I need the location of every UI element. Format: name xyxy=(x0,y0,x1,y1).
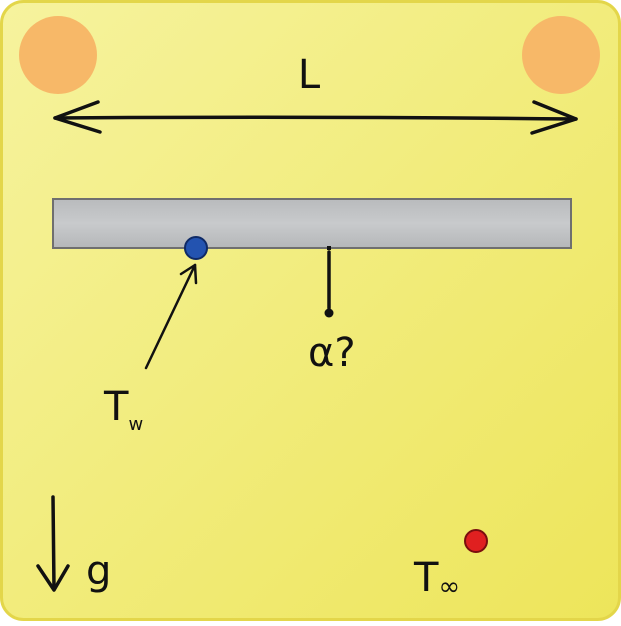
dimension-arrow-icon xyxy=(53,100,578,135)
gravity-label: g xyxy=(86,548,111,594)
gravity-arrow-icon xyxy=(36,495,70,592)
left-corner-circle xyxy=(19,16,97,94)
local-point-marker xyxy=(324,246,334,318)
heated-plate xyxy=(52,198,572,249)
ambient-temperature-label: T∞ xyxy=(413,555,460,602)
wall-temperature-arrow-icon xyxy=(144,263,198,370)
wall-temperature-label: Tw xyxy=(103,384,143,435)
unknown-coefficient-label: α? xyxy=(308,330,356,376)
ambient-temperature-point xyxy=(464,529,488,553)
wall-temperature-point xyxy=(184,236,208,260)
length-label: L xyxy=(298,52,321,98)
right-corner-circle xyxy=(522,16,600,94)
